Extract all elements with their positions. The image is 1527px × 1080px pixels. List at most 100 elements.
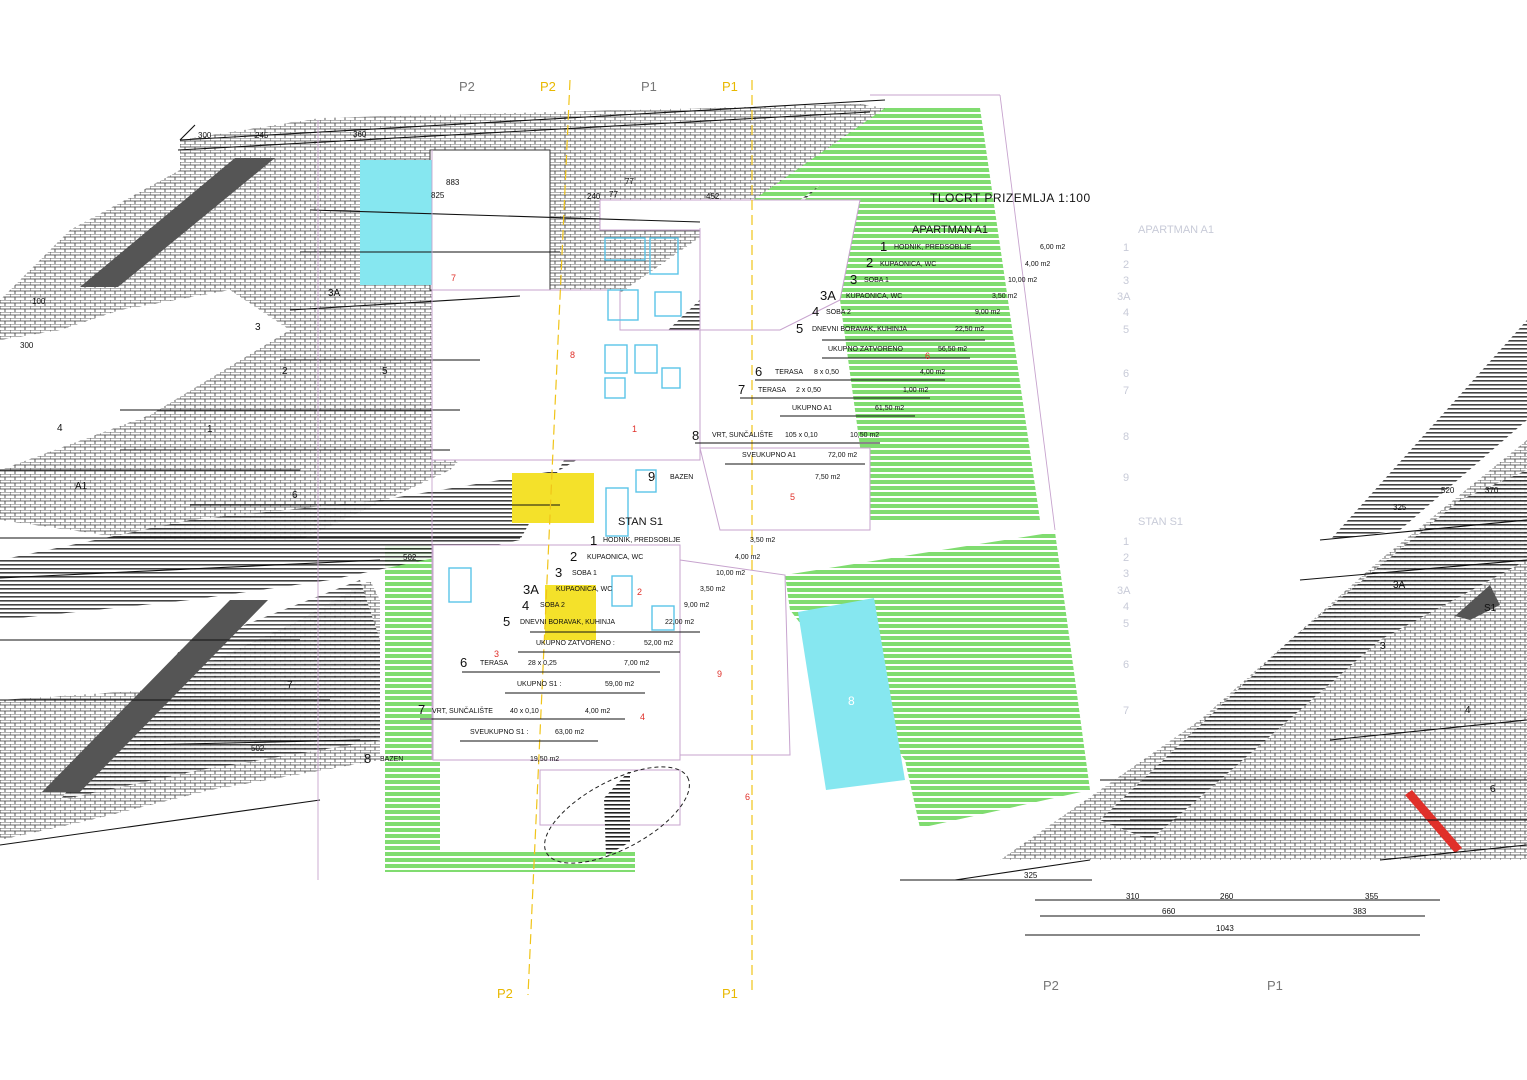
pools — [360, 160, 1462, 853]
dimension: 355 — [1365, 892, 1379, 901]
s1-row-area: 9,00 m2 — [684, 602, 709, 609]
dimension-labels: 300 245 883 825 240 77 452 360 77 100 30… — [20, 130, 1499, 933]
s1-row-num: 1 — [590, 533, 597, 548]
side-legend-a1-num: 2 — [1123, 259, 1129, 271]
side-legend-s1-num: 4 — [1123, 601, 1129, 613]
a1-row-label: KUPAONICA, WC — [846, 293, 902, 300]
room-number: 8 — [570, 350, 575, 360]
room-number: 5 — [790, 492, 795, 502]
a1-pool-area: 7,50 m2 — [815, 474, 840, 481]
s1-subtotal-area: 59,00 m2 — [605, 681, 634, 688]
dimension: 260 — [1220, 892, 1234, 901]
side-legend-s1-num: 5 — [1123, 618, 1129, 630]
dimension: 77 — [625, 177, 634, 186]
a1-terrace-label: TERASA — [758, 387, 786, 394]
dimension: 1043 — [1216, 924, 1234, 933]
a1-garden-calc: 105 x 0,10 — [785, 432, 818, 439]
dimension: 520 — [1441, 486, 1455, 495]
dark-block-lower — [42, 600, 268, 792]
dimension: 825 — [431, 191, 445, 200]
dimension: 240 — [587, 192, 601, 201]
dimension: 300 — [20, 341, 34, 350]
a1-grand-total-area: 72,00 m2 — [828, 452, 857, 459]
room-label: 3A — [1393, 580, 1406, 591]
a1-row-num: 2 — [866, 255, 873, 270]
s1-row-label: KUPAONICA, WC — [587, 554, 643, 561]
side-legend-a1-num: 7 — [1123, 385, 1129, 397]
side-legend-s1-num: 3 — [1123, 568, 1129, 580]
s1-row-num: 3 — [555, 565, 562, 580]
s1-row-num: 3A — [523, 582, 539, 597]
schedule-s1: STAN S1 1 HODNIK, PREDSOBLJE 3,50 m2 2 K… — [364, 516, 775, 766]
pool-a1 — [360, 160, 432, 285]
room-number: 6 — [925, 351, 930, 361]
a1-heading: APARTMAN A1 — [912, 224, 988, 236]
section-markers-top: P2 P2 P1 P1 — [459, 79, 738, 94]
a1-pool-num: 9 — [648, 469, 655, 484]
side-legend-a1: APARTMAN A1 1 2 3 3A 4 5 6 7 8 9 — [1117, 224, 1214, 484]
s1-garden-calc: 40 x 0,10 — [510, 708, 539, 715]
dimension: 100 — [32, 297, 46, 306]
tree-outline — [544, 766, 690, 864]
s1-row-num: 5 — [503, 614, 510, 629]
s1-garden-label: VRT, SUNČALIŠTE — [432, 706, 493, 715]
a1-terrace-num: 7 — [738, 382, 745, 397]
walls — [0, 99, 1527, 936]
s1-heading: STAN S1 — [618, 516, 663, 528]
a1-terrace-calc: 8 x 0,50 — [814, 369, 839, 376]
side-legend-a1-num: 3 — [1123, 275, 1129, 287]
side-legend-s1-num: 7 — [1123, 705, 1129, 717]
s1-row-label: HODNIK, PREDSOBLJE — [603, 537, 681, 544]
s1-garden-num: 7 — [418, 702, 425, 717]
a1-subtotal-area: 61,50 m2 — [875, 405, 904, 412]
a1-closed-total-area: 56,50 m2 — [938, 346, 967, 353]
section-label-bottom-2: P1 — [722, 986, 738, 1001]
room-label: 3A — [328, 288, 341, 299]
room-labels-left: A1 3A 2 3 4 5 1 6 7 — [57, 288, 388, 691]
dark-block-upper — [80, 158, 275, 287]
a1-terrace-num: 6 — [755, 364, 762, 379]
vegetation — [544, 766, 690, 864]
section-markers-bottom: P2 P1 P2 P1 — [497, 978, 1283, 1001]
pool-number: 8 — [848, 694, 855, 708]
side-legend-a1-num: 9 — [1123, 472, 1129, 484]
side-legend-a1-num: 8 — [1123, 431, 1129, 443]
s1-row-area: 22,00 m2 — [665, 619, 694, 626]
furniture — [448, 237, 682, 631]
dimension: 660 — [1162, 907, 1176, 916]
a1-row-label: SOBA 1 — [864, 277, 889, 284]
s1-closed-total-area: 52,00 m2 — [644, 640, 673, 647]
dimension: 383 — [1353, 907, 1367, 916]
room-number: 7 — [451, 273, 456, 283]
pool-s1 — [798, 598, 905, 790]
a1-row-label: DNEVNI BORAVAK, KUHINJA — [812, 326, 907, 333]
garden-bottom-strip — [385, 760, 635, 872]
a1-terrace-area: 4,00 m2 — [920, 369, 945, 376]
dimension: 370 — [1485, 486, 1499, 495]
room-label: A1 — [75, 481, 88, 492]
a1-row-num: 4 — [812, 304, 819, 319]
drawing-title: TLOCRT PRIZEMLJA 1:100 — [930, 191, 1091, 205]
room-label: 3 — [255, 322, 261, 333]
red-marker — [1405, 790, 1462, 853]
side-legend-a1-heading: APARTMAN A1 — [1138, 224, 1214, 236]
a1-row-label: KUPAONICA, WC — [880, 261, 936, 268]
hatch-band-right-top — [1330, 320, 1527, 540]
s1-row-label: KUPAONICA, WC — [556, 586, 612, 593]
a1-grand-total-label: SVEUKUPNO A1 — [742, 452, 796, 459]
room-label: 3 — [1380, 641, 1386, 652]
yellow-block-a — [512, 473, 594, 523]
s1-subtotal-label: UKUPNO S1 : — [517, 681, 561, 688]
a1-row-label: SOBA 2 — [826, 309, 851, 316]
room-label: 4 — [1465, 705, 1471, 716]
side-legend-s1-num: 3A — [1117, 585, 1131, 597]
section-label-top-3: P1 — [641, 79, 657, 94]
a1-pool-label: BAZEN — [670, 474, 693, 481]
s1-row-label: SOBA 2 — [540, 602, 565, 609]
room-label: 1 — [207, 424, 213, 435]
s1-terrace-num: 6 — [460, 655, 467, 670]
schedule-a1: APARTMAN A1 1 HODNIK, PREDSOBLJE 6,00 m2… — [648, 224, 1065, 484]
room-labels-center: 7 8 1 2 3 4 5 6 9 6 8 — [451, 273, 930, 802]
s1-row-num: 2 — [570, 549, 577, 564]
